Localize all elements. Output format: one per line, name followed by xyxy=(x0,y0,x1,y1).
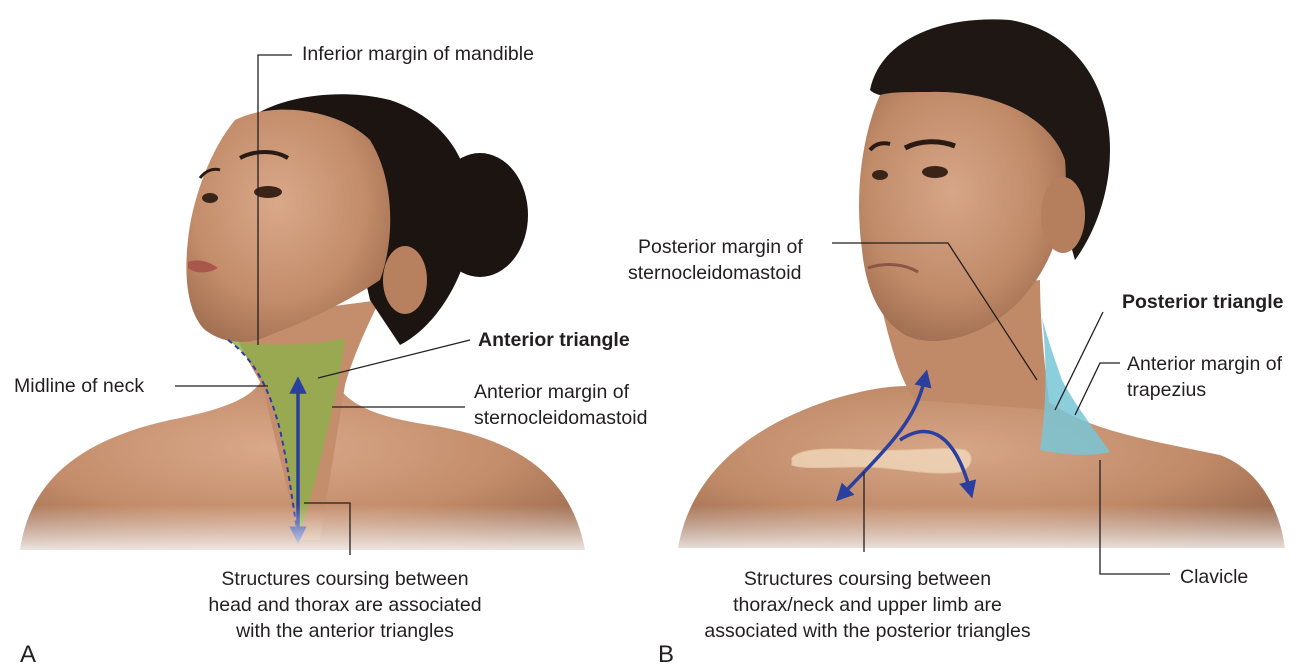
panel-a-face xyxy=(186,109,391,342)
panel-b-photo xyxy=(660,19,1311,560)
label-posterior-margin-scm-line1: Posterior margin of xyxy=(638,236,803,258)
caption-a-line2: head and thorax are associated xyxy=(208,594,482,616)
caption-b-line2: thorax/neck and upper limb are xyxy=(733,594,1002,616)
caption-b-line1: Structures coursing between xyxy=(743,568,992,590)
caption-a-line1: Structures coursing between xyxy=(221,568,469,590)
label-anterior-margin-trapezius-line2: trapezius xyxy=(1127,379,1207,401)
panel-letter-b: B xyxy=(658,641,675,668)
caption-b-line3: associated with the posterior triangles xyxy=(704,620,1031,642)
panel-b-face xyxy=(859,91,1066,342)
panel-a-leader-lines xyxy=(175,54,471,555)
label-anterior-margin-scm-line1: Anterior margin of xyxy=(474,381,629,403)
label-posterior-margin-scm-line2: sternocleidomastoid xyxy=(628,262,802,284)
label-anterior-triangle: Anterior triangle xyxy=(478,329,630,351)
panel-letter-a: A xyxy=(20,641,37,668)
posterior-triangle-shape xyxy=(1040,318,1110,455)
label-clavicle: Clavicle xyxy=(1180,566,1249,588)
anterior-triangle-shape xyxy=(228,338,345,535)
label-inferior-margin-of-mandible: Inferior margin of mandible xyxy=(302,43,534,65)
label-midline-of-neck: Midline of neck xyxy=(14,375,145,397)
posterior-arrow-right xyxy=(899,429,977,499)
label-anterior-margin-scm-line2: sternocleidomastoid xyxy=(474,407,648,429)
panel-a-ear xyxy=(383,246,427,314)
panel-b-leader-lines xyxy=(832,242,1170,575)
panel-b-ear xyxy=(1041,177,1085,253)
posterior-arrow-left xyxy=(835,369,932,502)
caption-a-line3: with the anterior triangles xyxy=(236,620,454,642)
label-posterior-triangle: Posterior triangle xyxy=(1122,291,1284,313)
label-anterior-margin-trapezius-line1: Anterior margin of xyxy=(1127,353,1282,375)
panel-a-photo xyxy=(0,94,640,560)
panel-b-hair xyxy=(870,19,1110,261)
